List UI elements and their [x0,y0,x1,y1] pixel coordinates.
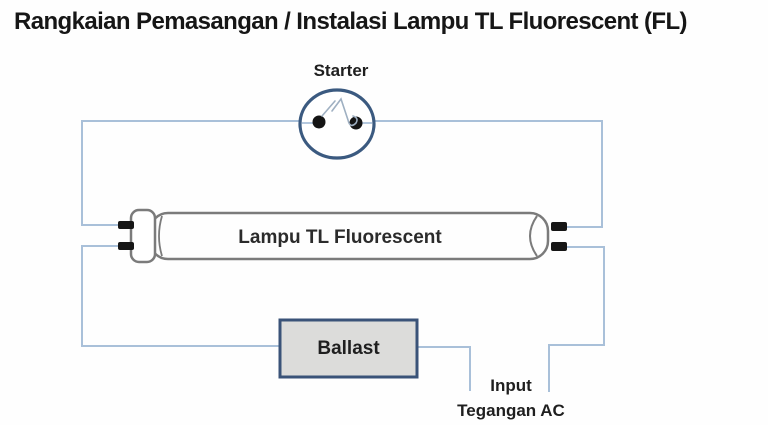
wire-left-top [81,120,301,226]
ballast-label: Ballast [317,337,380,359]
lamp-tube-right-cap-arc [529,215,538,257]
lamp-tube-left-cap [129,208,157,264]
lamp-pin-right-bottom [551,242,567,251]
wire-right-top [373,120,603,228]
lamp-pin-left-bottom [118,242,134,250]
wire-left-bottom-to-ballast [81,245,281,347]
starter-contact-dot-left [312,115,326,129]
ac-input-label-line2: Tegangan AC [457,401,565,420]
ac-input-label: Input Tegangan AC [431,373,591,423]
starter-bimetal-squiggle-icon [321,97,358,127]
page-title: Rangkaian Pemasangan / Instalasi Lampu T… [14,8,688,35]
lamp-pin-left-top [118,221,134,229]
starter-label: Starter [313,61,369,80]
wire-right-bottom-to-ac-input [548,246,605,392]
wire-ballast-to-ac-input [416,346,471,391]
starter-circle-icon [298,88,376,160]
lamp-tube-left-cap-arc [158,215,163,257]
ac-input-label-line1: Input [490,376,532,395]
lamp-label: Lampu TL Fluorescent [238,227,442,248]
ballast-box [278,318,419,379]
lamp-pin-right-top [551,222,567,231]
